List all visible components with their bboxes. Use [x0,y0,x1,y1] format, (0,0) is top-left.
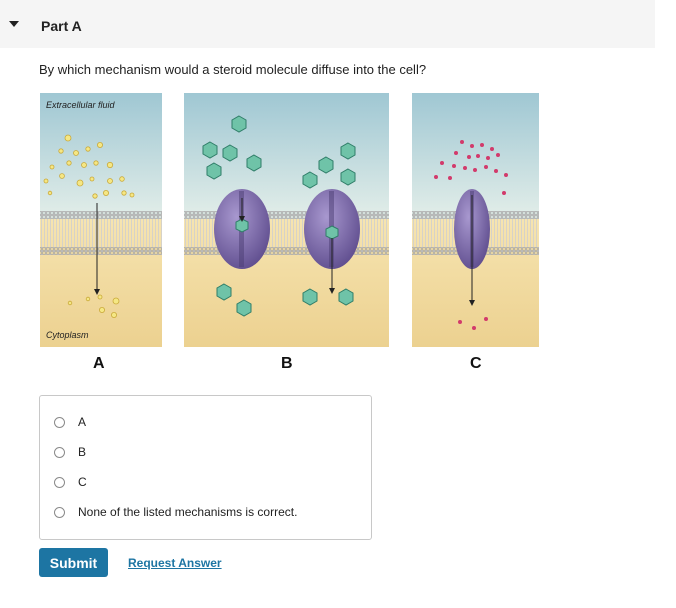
extracellular-fluid-label: Extracellular fluid [46,100,116,110]
panel-label-b: B [281,355,293,372]
radio-b[interactable] [54,446,65,458]
choice-none[interactable]: None of the listed mechanisms is correct… [54,505,297,519]
radio-c[interactable] [54,476,65,488]
collapse-caret-icon[interactable] [9,21,19,27]
choice-c[interactable]: C [54,475,87,489]
panel-label-a: A [93,355,105,372]
choice-b-label: B [78,445,87,459]
part-title: Part A [41,18,82,34]
choice-a[interactable]: A [54,415,86,429]
cytoplasm-label: Cytoplasm [46,330,89,340]
question-text: By which mechanism would a steroid molec… [39,62,427,77]
figure-panel-b [184,93,389,347]
figure-panel-a: Extracellular fluid Cytoplasm [40,93,162,347]
choice-a-label: A [78,415,87,429]
answer-choices: A B C None of the listed mechanisms is c… [39,395,372,540]
figure-panel-c [412,93,539,347]
panel-label-c: C [470,355,482,372]
request-answer-link[interactable]: Request Answer [128,556,222,570]
radio-none[interactable] [54,506,65,518]
choice-b[interactable]: B [54,445,86,459]
radio-a[interactable] [54,416,65,428]
part-header[interactable]: Part A [0,0,655,48]
submit-button[interactable]: Submit [39,548,108,577]
choice-none-label: None of the listed mechanisms is correct… [78,505,298,519]
choice-c-label: C [78,475,87,489]
